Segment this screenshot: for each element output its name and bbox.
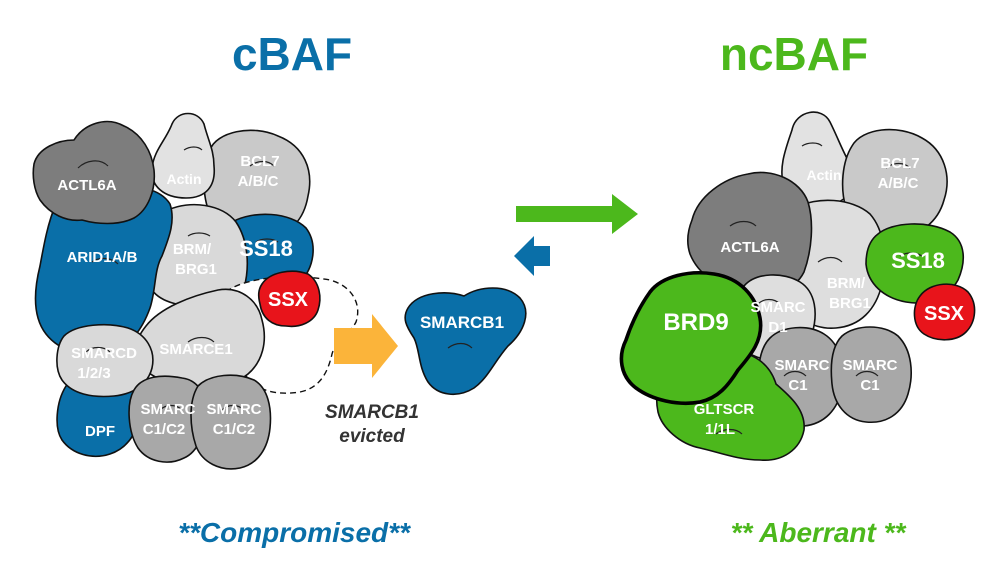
- ncbaf-title: ncBAF: [720, 28, 868, 80]
- cbaf-brm-label-1: BRM/: [173, 241, 212, 258]
- smarcb1-evicted-line-1: SMARCB1: [325, 402, 419, 423]
- cbaf-title: cBAF: [232, 28, 352, 80]
- ncbaf-brd9-label: BRD9: [663, 309, 728, 336]
- ncbaf-actin-label: Actin: [807, 167, 842, 183]
- ncbaf-smarcd-label-1: SMARC: [751, 299, 806, 316]
- ncbaf-actl6a: [687, 171, 813, 295]
- ncbaf-gltscr-label-1: GLTSCR: [694, 401, 755, 418]
- cbaf-smarce1-label: SMARCE1: [159, 341, 232, 358]
- cbaf-actl6a: [32, 120, 156, 225]
- cbaf-dpf-label: DPF: [85, 423, 115, 440]
- cbaf-smarcd-label-2: 1/2/3: [77, 365, 110, 382]
- cbaf-complex: ACTL6A Actin BCL7 A/B/C ARID1A/B BRM/ BR…: [32, 112, 359, 470]
- cbaf-smarcc-b-label-2: C1/C2: [213, 421, 256, 438]
- ncbaf-ssx-label: SSX: [924, 303, 965, 325]
- ncbaf-bcl7-label-2: A/B/C: [878, 175, 919, 192]
- ncbaf-brm-label-1: BRM/: [827, 275, 866, 292]
- evicted-smarcb1: SMARCB1 SMARCB1 evicted: [325, 287, 527, 447]
- cbaf-ssx-label: SSX: [268, 289, 309, 311]
- ncbaf-smarcc-a-label-1: SMARC: [775, 357, 830, 374]
- smarcb1-subunit: [404, 287, 527, 395]
- cbaf-actl6a-label: ACTL6A: [57, 177, 116, 194]
- smarcb1-evicted-line-2: evicted: [339, 426, 405, 447]
- ncbaf-brd9: [619, 271, 763, 406]
- ncbaf-caption: ** Aberrant **: [731, 517, 907, 548]
- cbaf-ssx: [257, 270, 321, 328]
- ncbaf-complex: Actin BCL7 A/B/C ACTL6A BRM/ BRG1 SS18 S…: [619, 111, 976, 461]
- ncbaf-smarcc-b-label-1: SMARC: [843, 357, 898, 374]
- ncbaf-smarcc-b: [830, 326, 912, 423]
- ncbaf-ssx: [913, 283, 976, 341]
- ncbaf-bcl7-label-1: BCL7: [880, 155, 919, 172]
- ncbaf-smarcd-label-2: D1: [768, 319, 787, 336]
- eviction-arrow: [334, 314, 398, 378]
- cbaf-caption: **Compromised**: [178, 517, 411, 548]
- ncbaf-smarcc-a-label-2: C1: [788, 377, 807, 394]
- cbaf-bcl7-label-1: BCL7: [240, 153, 279, 170]
- ncbaf-actl6a-label: ACTL6A: [720, 239, 779, 256]
- reverse-arrow: [514, 236, 550, 276]
- cbaf-smarcd-label-1: SMARCD: [71, 345, 137, 362]
- cbaf-actin-label: Actin: [167, 171, 202, 187]
- ncbaf-ss18-label: SS18: [891, 248, 945, 273]
- cbaf-bcl7-label-2: A/B/C: [238, 173, 279, 190]
- cbaf-smarcc-a-label-2: C1/C2: [143, 421, 186, 438]
- ncbaf-brm-label-2: BRG1: [829, 295, 871, 312]
- cbaf-ss18-label: SS18: [239, 236, 293, 261]
- forward-arrow: [516, 194, 638, 234]
- cbaf-smarcc-b: [190, 374, 272, 470]
- cbaf-smarcc-a-label-1: SMARC: [141, 401, 196, 418]
- cbaf-arid1a-label: ARID1A/B: [67, 249, 138, 266]
- smarcb1-label: SMARCB1: [420, 313, 504, 332]
- cbaf-brm-label-2: BRG1: [175, 261, 217, 278]
- ncbaf-gltscr-label-2: 1/1L: [705, 421, 735, 438]
- cbaf-smarcc-b-label-1: SMARC: [207, 401, 262, 418]
- ncbaf-smarcc-b-label-2: C1: [860, 377, 879, 394]
- cbaf-smarcb1-empty-slot: [224, 276, 359, 394]
